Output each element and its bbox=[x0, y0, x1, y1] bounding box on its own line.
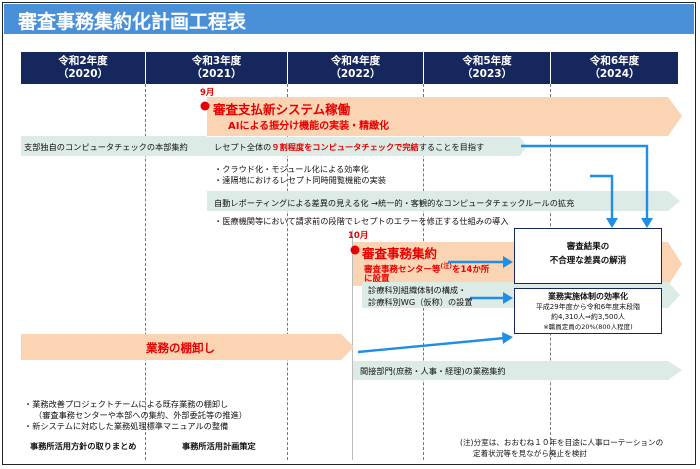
specialty-line2: 診療科別WG（仮称）の設置 bbox=[368, 297, 473, 307]
efficiency-line3: 約4,310人⇒約3,500人 bbox=[551, 313, 625, 321]
differences-line1: 審査結果の bbox=[566, 242, 610, 252]
branch-check-bar bbox=[21, 136, 207, 156]
year-header-2024: 令和6年度 （2024） bbox=[551, 52, 678, 84]
outer-frame bbox=[2, 2, 696, 465]
visual-report-text: 自動レポーティングによる差異の見える化 →統一的・客観的なコンピュータチェックル… bbox=[214, 198, 575, 208]
recepte-post: することを目指す bbox=[418, 142, 485, 152]
year-ad: （2023） bbox=[461, 68, 513, 80]
efficiency-line1: 業務実施体制の効率化 bbox=[548, 292, 628, 301]
center-line2: に設置 bbox=[364, 274, 390, 284]
year-ad: （2020） bbox=[57, 68, 109, 80]
year-ad: （2021） bbox=[191, 68, 242, 80]
visual-report-arrow bbox=[207, 191, 680, 211]
year-reiwa: 令和2年度 bbox=[58, 55, 108, 67]
year-header-2021: 令和3年度 （2021） bbox=[146, 52, 287, 84]
system-heading: 審査支払新システム稼働 bbox=[213, 102, 351, 117]
milestone-dot bbox=[350, 245, 360, 255]
specialty-line1: 診療科別組織体制の構成・ bbox=[368, 285, 467, 295]
cloud-bullet: ・クラウド化・モジュール化による効率化 bbox=[214, 164, 369, 174]
efficiency-box: 業務実施体制の効率化 平成29年度から令和6年度末段階 約4,310人⇒約3,5… bbox=[514, 288, 662, 334]
system-month: 9月 bbox=[200, 88, 215, 98]
inventory-label: 業務の棚卸し bbox=[146, 341, 215, 355]
differences-box: 審査結果の 不合理な差異の解消 bbox=[514, 228, 662, 284]
year-header-2022: 令和4年度 （2022） bbox=[288, 52, 423, 84]
year-reiwa: 令和3年度 bbox=[191, 55, 242, 67]
year-divider bbox=[287, 84, 288, 460]
recepte-goal: レセプト全体の９割程度をコンピュータチェックで完結することを目指す bbox=[214, 141, 484, 153]
note-mark: (注) bbox=[440, 263, 453, 270]
system-subheading: AIによる振分け機能の実装・精緻化 bbox=[228, 121, 390, 132]
recepte-red: ９割程度をコンピュータチェックで完結 bbox=[271, 142, 419, 152]
medical-bullet: ・医療機関等において請求前の段階でレセプトのエラーを修正する仕組みの導入 bbox=[214, 216, 509, 226]
milestone-dot bbox=[200, 101, 210, 111]
year-reiwa: 令和4年度 bbox=[330, 55, 381, 67]
connector-arrow bbox=[590, 174, 614, 220]
year-divider bbox=[352, 230, 353, 460]
note-line1: ・業務改善プロジェクトチームによる既存業務の棚卸し bbox=[24, 399, 229, 409]
indirect-text: 間接部門(庶務・人事・経理)の業務集約 bbox=[360, 366, 506, 376]
title-bar: 審査事務集約化計画工程表 bbox=[4, 4, 694, 34]
connector-arrow bbox=[521, 144, 649, 220]
footnote-line1: (注)分室は、おおむね１０年を目途に人事ローテーションの bbox=[460, 438, 664, 447]
footnote-line2: 定着状況等を見ながら廃止を検討 bbox=[473, 449, 587, 458]
note-line3: ・新システムに対応した業務処理標準マニュアルの整備 bbox=[24, 421, 229, 431]
year-ad: （2024） bbox=[589, 68, 640, 80]
remote-bullet: ・遠隔地におけるレセプト同時閲覧機能の実装 bbox=[214, 175, 386, 185]
recepte-arrow bbox=[207, 137, 527, 156]
year-header-2020: 令和2年度 （2020） bbox=[21, 52, 145, 84]
inventory-arrow bbox=[21, 334, 354, 360]
recepte-pre: レセプト全体の bbox=[214, 142, 272, 152]
year-reiwa: 令和6年度 bbox=[589, 55, 640, 67]
consolidation-month: 10月 bbox=[348, 231, 369, 241]
year-header-2023: 令和5年度 （2023） bbox=[424, 52, 550, 84]
differences-line2: 不合理な差異の解消 bbox=[549, 256, 627, 266]
year-ad: （2022） bbox=[330, 68, 381, 80]
year-reiwa: 令和5年度 bbox=[462, 55, 512, 67]
indirect-arrow bbox=[353, 361, 682, 380]
efficiency-line4: ※職員定員の20%(800人程度) bbox=[543, 323, 633, 331]
center-line1: 審査事務センター等(注)を14か所 bbox=[364, 261, 489, 275]
center-text-end: を14か所 bbox=[452, 264, 490, 275]
system-arrow bbox=[207, 97, 682, 136]
page-title: 審査事務集約化計画工程表 bbox=[18, 11, 247, 33]
efficiency-line2: 平成29年度から令和6年度末段階 bbox=[535, 303, 641, 311]
year-divider bbox=[145, 84, 146, 460]
note-line2: （審査事務センターや本部への集約、外部委託等の推進） bbox=[34, 410, 247, 420]
consolidation-heading: 審査事務集約 bbox=[362, 246, 438, 261]
policy2-text: 事務所活用計画策定 bbox=[182, 441, 256, 451]
policy1-text: 事務所活用方針の取りまとめ bbox=[30, 441, 137, 451]
center-text: 審査事務センター等 bbox=[364, 264, 441, 275]
branch-check-text: 支部独自のコンピュータチェックの本部集約 bbox=[24, 142, 188, 152]
connector-arrow bbox=[357, 336, 506, 354]
